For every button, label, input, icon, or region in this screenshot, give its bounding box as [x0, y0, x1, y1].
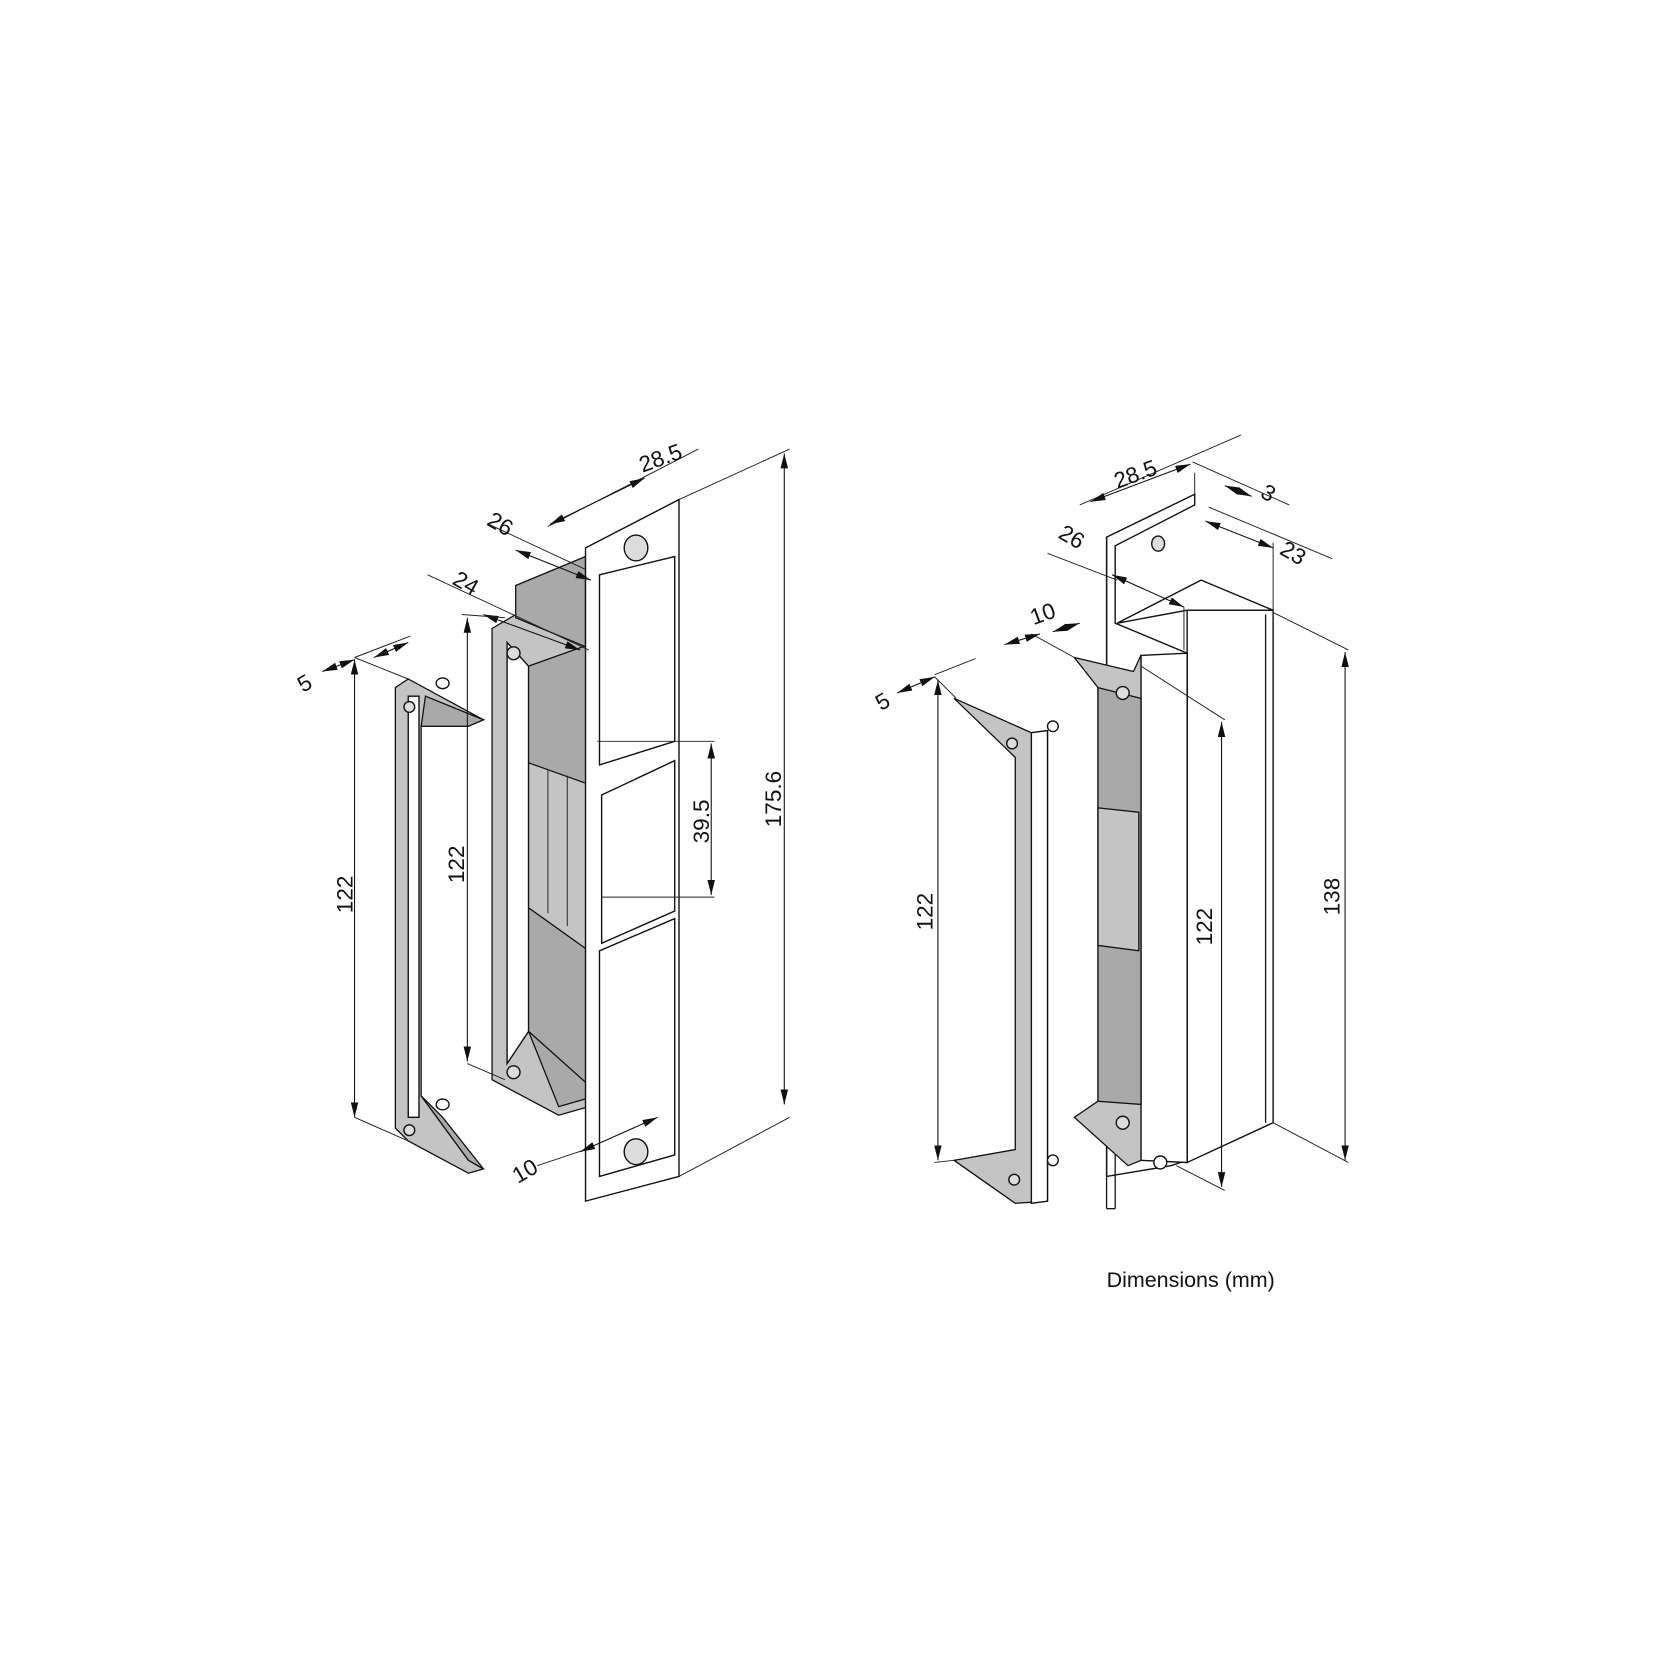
right-strike-body	[1072, 652, 1188, 1170]
dim-label-depth-24: 24	[449, 566, 483, 600]
screw-hole-icon	[506, 646, 521, 661]
dim-label-body-height: 122	[444, 845, 469, 883]
screw-hole-icon	[1115, 685, 1130, 701]
dim-label-plate-thickness: 3	[1257, 479, 1280, 507]
left-bracket	[394, 677, 486, 1174]
dim-label-bracket-thickness: 5	[871, 688, 894, 716]
dim-label-overall-height: 175.6	[761, 771, 786, 827]
dim-label-plate-width: 28.5	[1110, 455, 1160, 494]
screw-hole-icon	[623, 1138, 649, 1166]
left-assembly: 28.5 26 24 5 122 122 39.5 175.6 10	[293, 439, 790, 1203]
right-assembly: 28.5 3 26 23 10 5 122 122 138	[871, 434, 1349, 1210]
dim-label-bracket-height: 122	[913, 893, 938, 931]
screw-hole-icon	[403, 700, 416, 713]
left-faceplate	[584, 498, 680, 1203]
dim-label-bracket-height: 122	[332, 876, 357, 914]
dim-label-offset-10: 10	[508, 1154, 542, 1188]
dim-label-faceplate-width: 28.5	[636, 439, 686, 478]
dim-label-opening-height: 39.5	[689, 799, 714, 843]
screw-hole-icon	[1005, 737, 1019, 750]
screw-hole-icon	[1151, 535, 1166, 552]
dim-label-bracket-thickness: 5	[293, 669, 316, 697]
dimensions-caption: Dimensions (mm)	[1107, 1268, 1275, 1292]
dim-label-body-height: 122	[1192, 908, 1217, 946]
right-bracket	[952, 697, 1059, 1205]
screw-hole-icon	[1008, 1173, 1021, 1186]
dim-label-depth-23: 23	[1276, 536, 1310, 570]
dim-label-overall-height: 138	[1320, 878, 1345, 916]
left-strike-body	[491, 555, 590, 1116]
dim-label-depth-26: 26	[483, 507, 517, 541]
dim-label-offset-10: 10	[1027, 598, 1059, 630]
screw-hole-icon	[1115, 1115, 1130, 1130]
left-dimension-lines	[322, 448, 790, 1177]
dim-label-depth-26: 26	[1055, 520, 1089, 554]
screw-hole-icon	[403, 1124, 416, 1137]
right-dimension-lines	[896, 434, 1349, 1191]
screw-hole-icon	[623, 534, 649, 562]
screw-hole-icon	[506, 1065, 521, 1080]
